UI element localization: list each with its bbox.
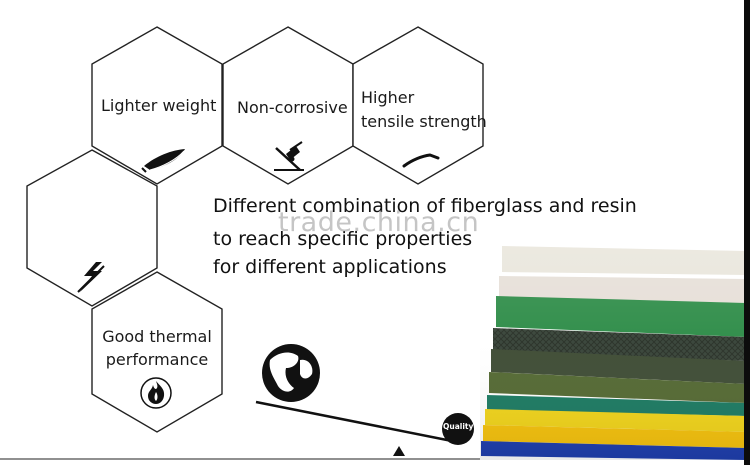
description-line3: for different applications (213, 256, 447, 278)
electric-insulation-icon (77, 262, 105, 293)
flame-icon (140, 377, 172, 409)
anti-corrosion-icon (274, 141, 304, 171)
hex-thermal (91, 271, 223, 433)
seesaw (255, 400, 453, 456)
tube-stack (480, 246, 746, 460)
feather-icon (141, 149, 185, 173)
label-lighter-weight: Lighter weight (101, 96, 217, 115)
bent-rod-icon (402, 153, 440, 168)
watermark: trade.china.cn (278, 207, 480, 238)
hex-lighter-weight (91, 26, 223, 185)
hex-tensile-strength (352, 26, 484, 185)
label-tensile-line1: Higher (361, 88, 415, 107)
label-tensile-line2: tensile strength (361, 112, 487, 131)
description-line2: to reach specific properties (213, 228, 473, 250)
hexagon-grid (26, 26, 484, 433)
description-line1: Different combination of fiberglass and … (213, 195, 637, 217)
right-edge-bar (744, 0, 750, 465)
quality-badge (442, 413, 474, 445)
label-thermal-line2: performance (105, 350, 209, 369)
hex-insulation (26, 149, 158, 307)
label-non-corrosive: Non-corrosive (237, 98, 348, 117)
globe-icon (262, 344, 320, 402)
quality-label: Quality (443, 422, 474, 431)
label-thermal-line1: Good thermal (102, 327, 212, 346)
